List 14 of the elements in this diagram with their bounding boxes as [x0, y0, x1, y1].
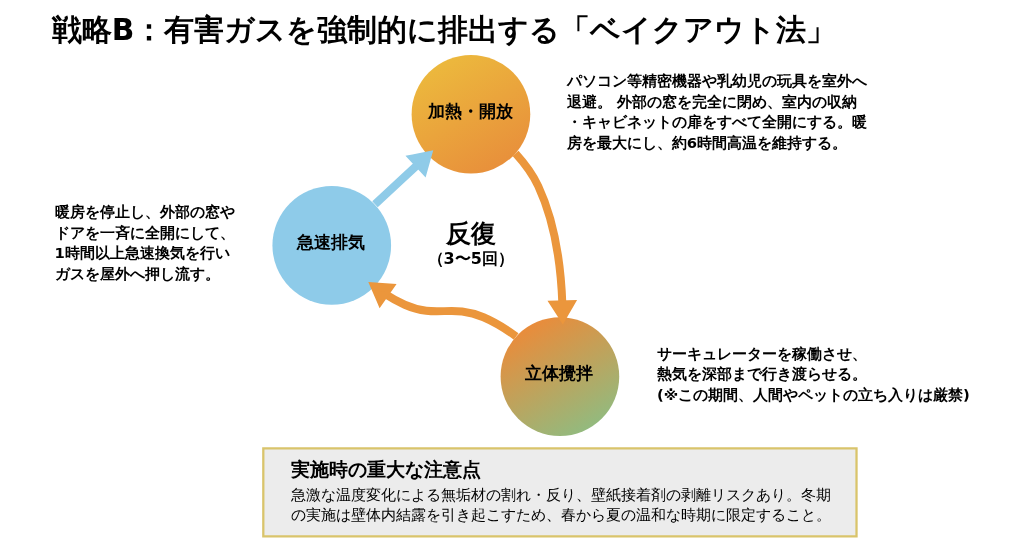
label: （3〜5回） [427, 248, 514, 268]
diagram-title: 戦略B：有害ガスを強制的に排出する「ベイクアウト法」 [51, 11, 837, 47]
node-label: サーキュレーターを稼働させ、熱気を深部まで行き渡らせる。 [656, 344, 867, 383]
node-label: パソコン等精密機器や乳幼児の玩具を室外へ退避。 外部の窓を完全に閉め、室内の収納・キャビネットの扉をすべて全開にする。暖房を最大にし、約6時間高温を維持する。 [566, 72, 867, 151]
arrow [372, 150, 434, 208]
label: 反復 [446, 218, 497, 248]
node-label: (※この期間、人間やペットの立ち入りは厳禁) [656, 385, 970, 403]
arrow [368, 282, 519, 340]
node-label: 暖房を停止し、外部の窓やドアを一斉に全開にして、1時間以上急速換気を行いガスを屋外へ押し流す。 [54, 203, 235, 282]
node-box: 実施時の重大な注意点 急激な温度変化による無垢材の割れ・反り、壁紙接着剤の剥離リスクあり。冬期の実施は壁体内結露を引き起こすため、春から夏の温和な時期に限定すること。 [262, 447, 858, 538]
arrow [512, 150, 578, 325]
node-circle: 急速排気 [272, 186, 392, 305]
node-circle: 加熱・開放 [411, 54, 531, 174]
node-circle: 立体攪拌 [500, 317, 620, 436]
